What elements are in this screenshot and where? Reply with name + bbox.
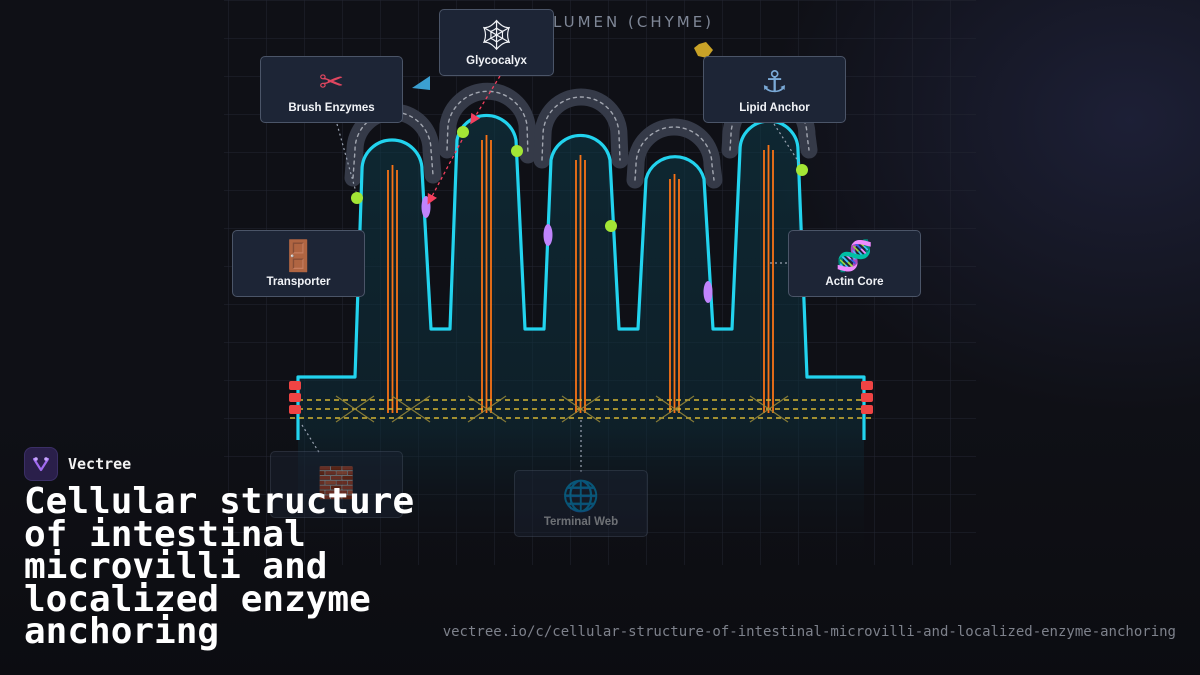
scissors-icon: ✂ bbox=[318, 64, 345, 100]
label-brush-enzymes-text: Brush Enzymes bbox=[288, 101, 375, 114]
lumen-title: LUMEN (CHYME) bbox=[553, 13, 715, 31]
brick-icon: 🧱 bbox=[317, 465, 356, 501]
label-lipid-anchor[interactable]: ⚓ Lipid Anchor bbox=[703, 56, 846, 123]
label-transporter[interactable]: 🚪 Transporter bbox=[232, 230, 365, 297]
globe-icon: 🌐 bbox=[562, 478, 600, 514]
headline: Cellular structure of intestinal microvi… bbox=[24, 481, 415, 652]
label-glycocalyx[interactable]: 🕸 Glycocalyx bbox=[439, 9, 554, 76]
label-lipid-anchor-text: Lipid Anchor bbox=[739, 101, 810, 114]
label-leaders bbox=[301, 75, 801, 472]
brush-border-enzymes bbox=[351, 126, 808, 232]
label-terminal-web[interactable]: 🌐 Terminal Web bbox=[514, 470, 648, 537]
tight-junctions bbox=[289, 381, 873, 414]
nutrient-particle-gold bbox=[694, 42, 713, 58]
brand-name: Vectree bbox=[68, 455, 132, 473]
label-terminal-web-text: Terminal Web bbox=[543, 515, 619, 528]
label-actin-core-text: Actin Core bbox=[825, 275, 884, 288]
door-icon: 🚪 bbox=[279, 238, 318, 274]
label-glycocalyx-text: Glycocalyx bbox=[466, 54, 527, 67]
label-brush-enzymes[interactable]: ✂ Brush Enzymes bbox=[260, 56, 403, 123]
label-transporter-text: Transporter bbox=[266, 275, 331, 288]
label-actin-core[interactable]: 🧬 Actin Core bbox=[788, 230, 921, 297]
brand[interactable]: Vectree bbox=[24, 447, 131, 481]
anchor-icon: ⚓ bbox=[761, 64, 788, 100]
label-cell-wall[interactable]: 🧱 bbox=[270, 451, 403, 518]
terminal-web-filaments bbox=[290, 395, 872, 423]
plasma-membrane bbox=[296, 113, 866, 440]
source-url[interactable]: vectree.io/c/cellular-structure-of-intes… bbox=[442, 624, 1176, 640]
transporter-proteins bbox=[421, 196, 713, 303]
nutrient-particle-blue bbox=[412, 76, 430, 90]
spider-web-icon: 🕸 bbox=[477, 17, 516, 53]
vectree-logo-icon bbox=[24, 447, 58, 481]
actin-bundles bbox=[387, 135, 774, 413]
dna-icon: 🧬 bbox=[835, 238, 874, 274]
